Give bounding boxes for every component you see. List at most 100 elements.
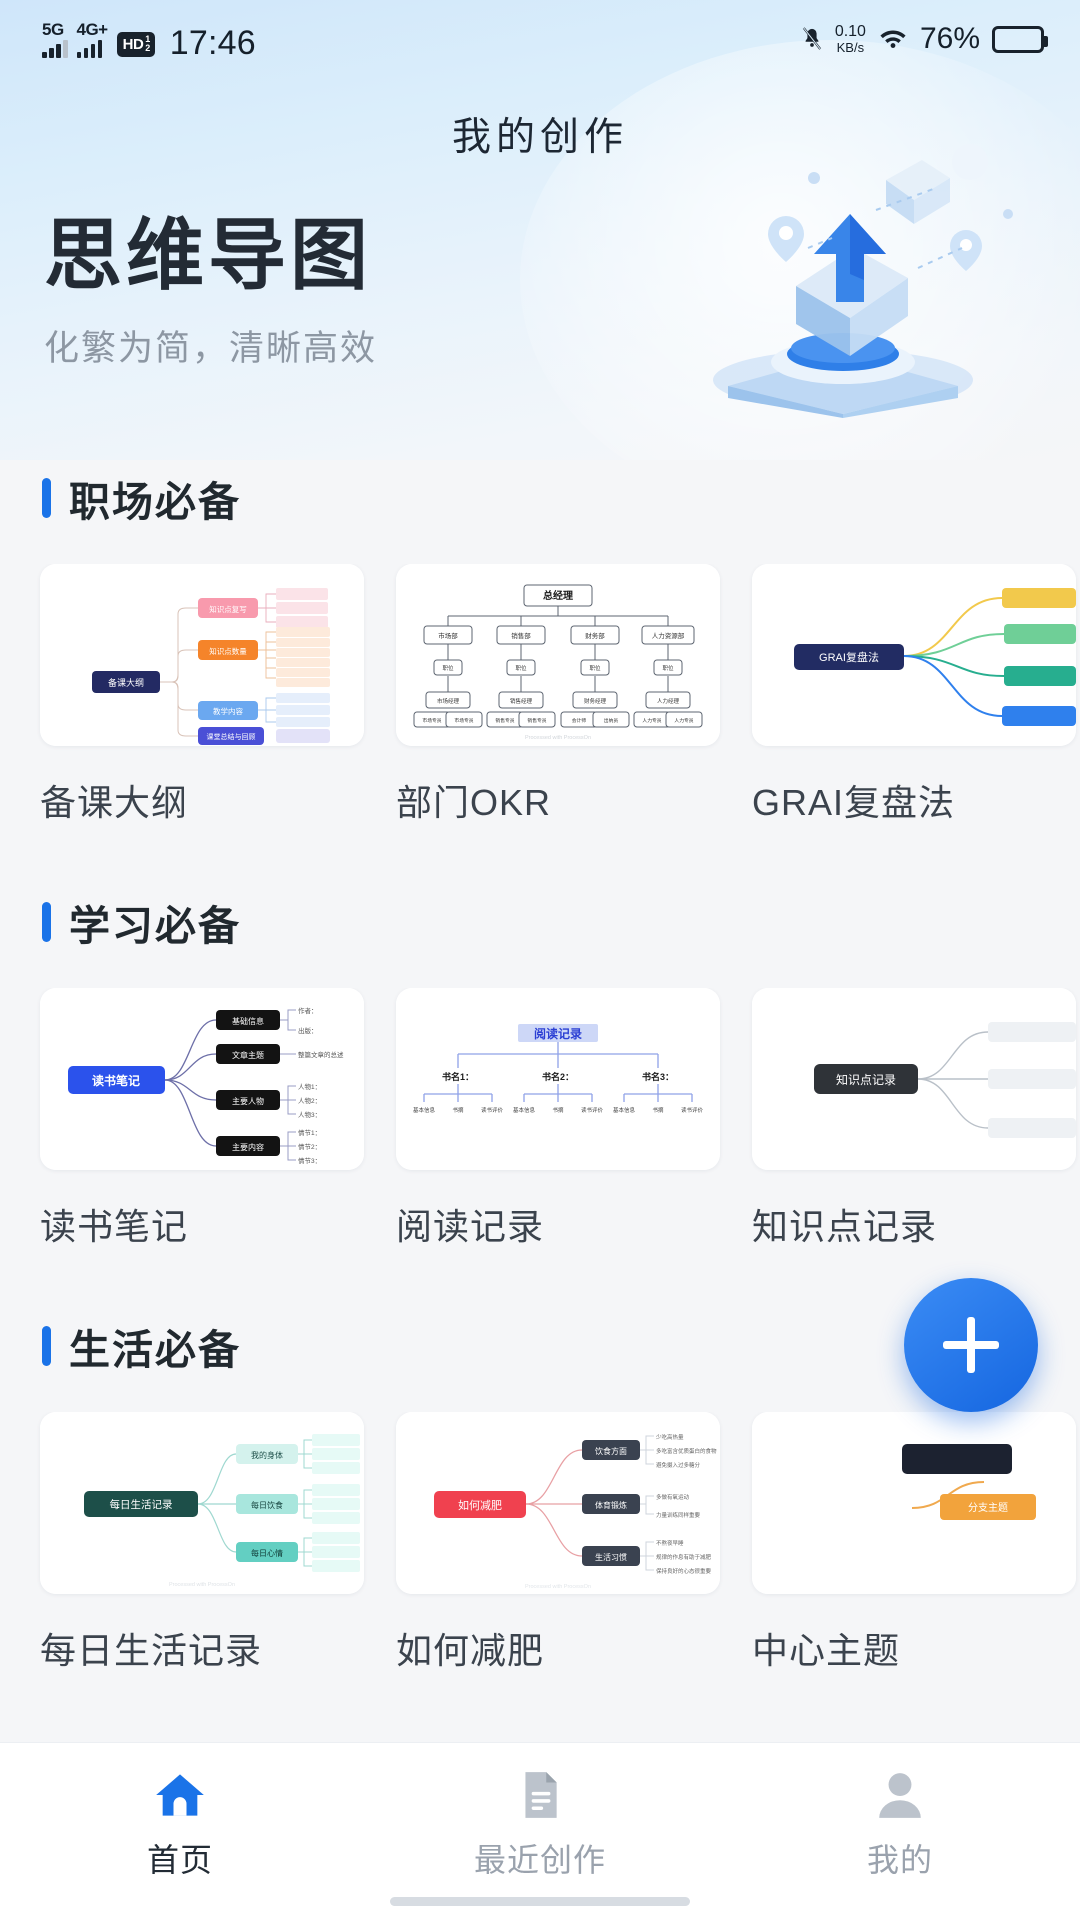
svg-text:书名2：: 书名2： <box>542 1071 574 1082</box>
template-label-beike: 备课大纲 <box>40 782 189 823</box>
nav-label-recent: 最近创作 <box>473 1842 606 1878</box>
signal-bars-icon <box>42 39 68 58</box>
nav-item-home[interactable]: 首页 <box>0 1767 360 1881</box>
svg-text:书摘: 书摘 <box>552 1106 564 1114</box>
template-label-zhishidian: 知识点记录 <box>752 1206 938 1247</box>
template-thumbnail-dushu[interactable]: 读书笔记 基础信息 作者： 出版： 文章主题 整篇文章的总述 主要人物 <box>40 988 364 1170</box>
svg-text:情节3：: 情节3： <box>298 1156 321 1165</box>
template-label-jianfei: 如何减肥 <box>396 1630 545 1671</box>
template-thumbnail-jianfei[interactable]: 如何减肥 饮食方面 少吃高热量 多吃富含优质蛋白的食物 避免摄入过多糖分 体育锻… <box>396 1412 720 1594</box>
template-thumbnail-okr[interactable]: 总经理 市场部 销售部 财务部 人力资源部 职位 职位 职位 职位 市场经理 销… <box>396 564 720 746</box>
template-card-okr[interactable]: 总经理 市场部 销售部 财务部 人力资源部 职位 职位 职位 职位 市场经理 销… <box>396 564 720 826</box>
svg-text:读书评价: 读书评价 <box>481 1106 504 1114</box>
nav-item-recent[interactable]: 最近创作 <box>360 1767 720 1881</box>
template-label-grai: GRAI复盘法 <box>752 782 956 823</box>
nav-label-profile: 我的 <box>866 1842 933 1878</box>
svg-text:多做有氧运动: 多做有氧运动 <box>656 1493 690 1501</box>
svg-text:读书评价: 读书评价 <box>581 1106 604 1114</box>
template-thumbnail-shenghuo[interactable]: 每日生活记录 我的身体 每日饮食 每 <box>40 1412 364 1594</box>
svg-text:基本信息: 基本信息 <box>613 1106 636 1114</box>
svg-text:饮食方面: 饮食方面 <box>595 1446 627 1456</box>
svg-text:主要内容: 主要内容 <box>232 1142 264 1152</box>
network-speed-unit: KB/s <box>836 39 865 55</box>
template-label-zhongxin: 中心主题 <box>752 1630 901 1671</box>
svg-text:市场部: 市场部 <box>438 631 458 640</box>
template-card-zhishidian[interactable]: 知识点记录 知识点记录 <box>752 988 1076 1250</box>
network-speed: 0.10 KB/s <box>834 22 866 55</box>
home-icon <box>151 1767 209 1823</box>
svg-text:人力经理: 人力经理 <box>657 697 680 705</box>
svg-text:人物3：: 人物3： <box>298 1110 321 1119</box>
create-fab-button[interactable] <box>904 1278 1038 1412</box>
network-speed-value: 0.10 <box>834 22 866 40</box>
signal-5g-label: 5G <box>42 19 64 39</box>
template-card-shenghuo[interactable]: 每日生活记录 我的身体 每日饮食 每 <box>40 1412 364 1674</box>
template-thumbnail-grai[interactable]: GRAI复盘法 <box>752 564 1076 746</box>
hd-sup-bottom: 2 <box>145 43 150 54</box>
svg-text:每日心情: 每日心情 <box>251 1548 283 1558</box>
svg-text:情节1：: 情节1： <box>298 1128 321 1137</box>
svg-text:知识点数量: 知识点数量 <box>209 646 247 656</box>
svg-text:不熬夜早睡: 不熬夜早睡 <box>656 1539 684 1547</box>
wifi-icon <box>878 25 908 54</box>
section-study: 学习必备 读书笔记 <box>0 892 1080 1250</box>
status-clock: 17:46 <box>169 23 256 62</box>
svg-text:人物1：: 人物1： <box>298 1082 321 1091</box>
signal-bars-icon-2 <box>76 39 102 58</box>
svg-text:避免摄入过多糖分: 避免摄入过多糖分 <box>656 1461 701 1469</box>
svg-text:职位: 职位 <box>442 664 454 672</box>
card-row-study[interactable]: 读书笔记 基础信息 作者： 出版： 文章主题 整篇文章的总述 主要人物 <box>0 988 1080 1250</box>
card-row-life[interactable]: 每日生活记录 我的身体 每日饮食 每 <box>0 1412 1080 1674</box>
svg-text:销售专员: 销售专员 <box>527 717 546 724</box>
svg-text:文章主题: 文章主题 <box>232 1050 264 1060</box>
svg-text:课堂总结与回顾: 课堂总结与回顾 <box>207 732 256 741</box>
template-thumbnail-zhishidian[interactable]: 知识点记录 <box>752 988 1076 1170</box>
svg-text:财务经理: 财务经理 <box>584 697 607 705</box>
battery-icon <box>992 25 1048 53</box>
template-thumbnail-zhongxin[interactable]: 分支主题 <box>752 1412 1076 1594</box>
svg-text:市场专员: 市场专员 <box>454 717 473 724</box>
svg-text:职位: 职位 <box>589 664 601 672</box>
section-title-life: 生活必备 <box>69 1327 241 1373</box>
status-bar: 5G 4G+ HD 1 2 17:46 <box>0 0 1080 78</box>
section-accent-bar <box>42 902 51 942</box>
status-bar-right: 0.10 KB/s 76% <box>801 22 1048 56</box>
svg-text:如何减肥: 如何减肥 <box>458 1498 502 1512</box>
svg-text:人力专员: 人力专员 <box>642 717 661 724</box>
hd-sup: 1 2 <box>145 34 150 54</box>
template-label-dushu: 读书笔记 <box>40 1206 189 1247</box>
bell-muted-icon <box>801 26 823 52</box>
template-card-zhongxin[interactable]: 分支主题 中心主题 <box>752 1412 1076 1674</box>
svg-text:每日饮食: 每日饮食 <box>251 1500 283 1510</box>
template-thumbnail-beike[interactable]: 备课大纲 知识点复写 知识点数量 <box>40 564 364 746</box>
hero-title: 思维导图 <box>44 211 373 299</box>
svg-text:整篇文章的总述: 整篇文章的总述 <box>298 1050 344 1059</box>
svg-text:我的身体: 我的身体 <box>251 1450 283 1460</box>
template-card-dushu[interactable]: 读书笔记 基础信息 作者： 出版： 文章主题 整篇文章的总述 主要人物 <box>40 988 364 1250</box>
template-card-yuedu[interactable]: 阅读记录 书名1： 书名2： 书名3： 基本信息 书摘 <box>396 988 720 1250</box>
status-bar-left: 5G 4G+ HD 1 2 17:46 <box>42 21 256 62</box>
svg-text:财务部: 财务部 <box>585 631 605 640</box>
hero-illustration-icon <box>618 118 1038 418</box>
svg-text:书名1：: 书名1： <box>442 1071 474 1082</box>
svg-text:读书笔记: 读书笔记 <box>92 1073 140 1088</box>
svg-text:销售经理: 销售经理 <box>510 697 533 705</box>
home-indicator <box>390 1897 690 1906</box>
page-title: 我的创作 <box>451 116 628 159</box>
svg-text:人物2：: 人物2： <box>298 1096 321 1105</box>
svg-text:阅读记录: 阅读记录 <box>534 1026 582 1041</box>
template-card-beike[interactable]: 备课大纲 知识点复写 知识点数量 <box>40 564 364 826</box>
signal-5g: 5G <box>42 21 68 58</box>
template-card-grai[interactable]: GRAI复盘法 GRAI复盘法 <box>752 564 1076 826</box>
signal-4g: 4G+ <box>76 21 108 58</box>
svg-text:保持良好的心态很重要: 保持良好的心态很重要 <box>656 1567 712 1575</box>
svg-text:规律的作息有助于减肥: 规律的作息有助于减肥 <box>656 1553 712 1561</box>
svg-text:市场专员: 市场专员 <box>422 717 441 724</box>
svg-text:书摘: 书摘 <box>452 1106 464 1114</box>
svg-text:Processed with ProcessOn: Processed with ProcessOn <box>525 735 591 741</box>
nav-item-profile[interactable]: 我的 <box>720 1767 1080 1881</box>
svg-text:作者：: 作者： <box>298 1006 318 1015</box>
template-thumbnail-yuedu[interactable]: 阅读记录 书名1： 书名2： 书名3： 基本信息 书摘 <box>396 988 720 1170</box>
card-row-workplace[interactable]: 备课大纲 知识点复写 知识点数量 <box>0 564 1080 826</box>
template-card-jianfei[interactable]: 如何减肥 饮食方面 少吃高热量 多吃富含优质蛋白的食物 避免摄入过多糖分 体育锻… <box>396 1412 720 1674</box>
